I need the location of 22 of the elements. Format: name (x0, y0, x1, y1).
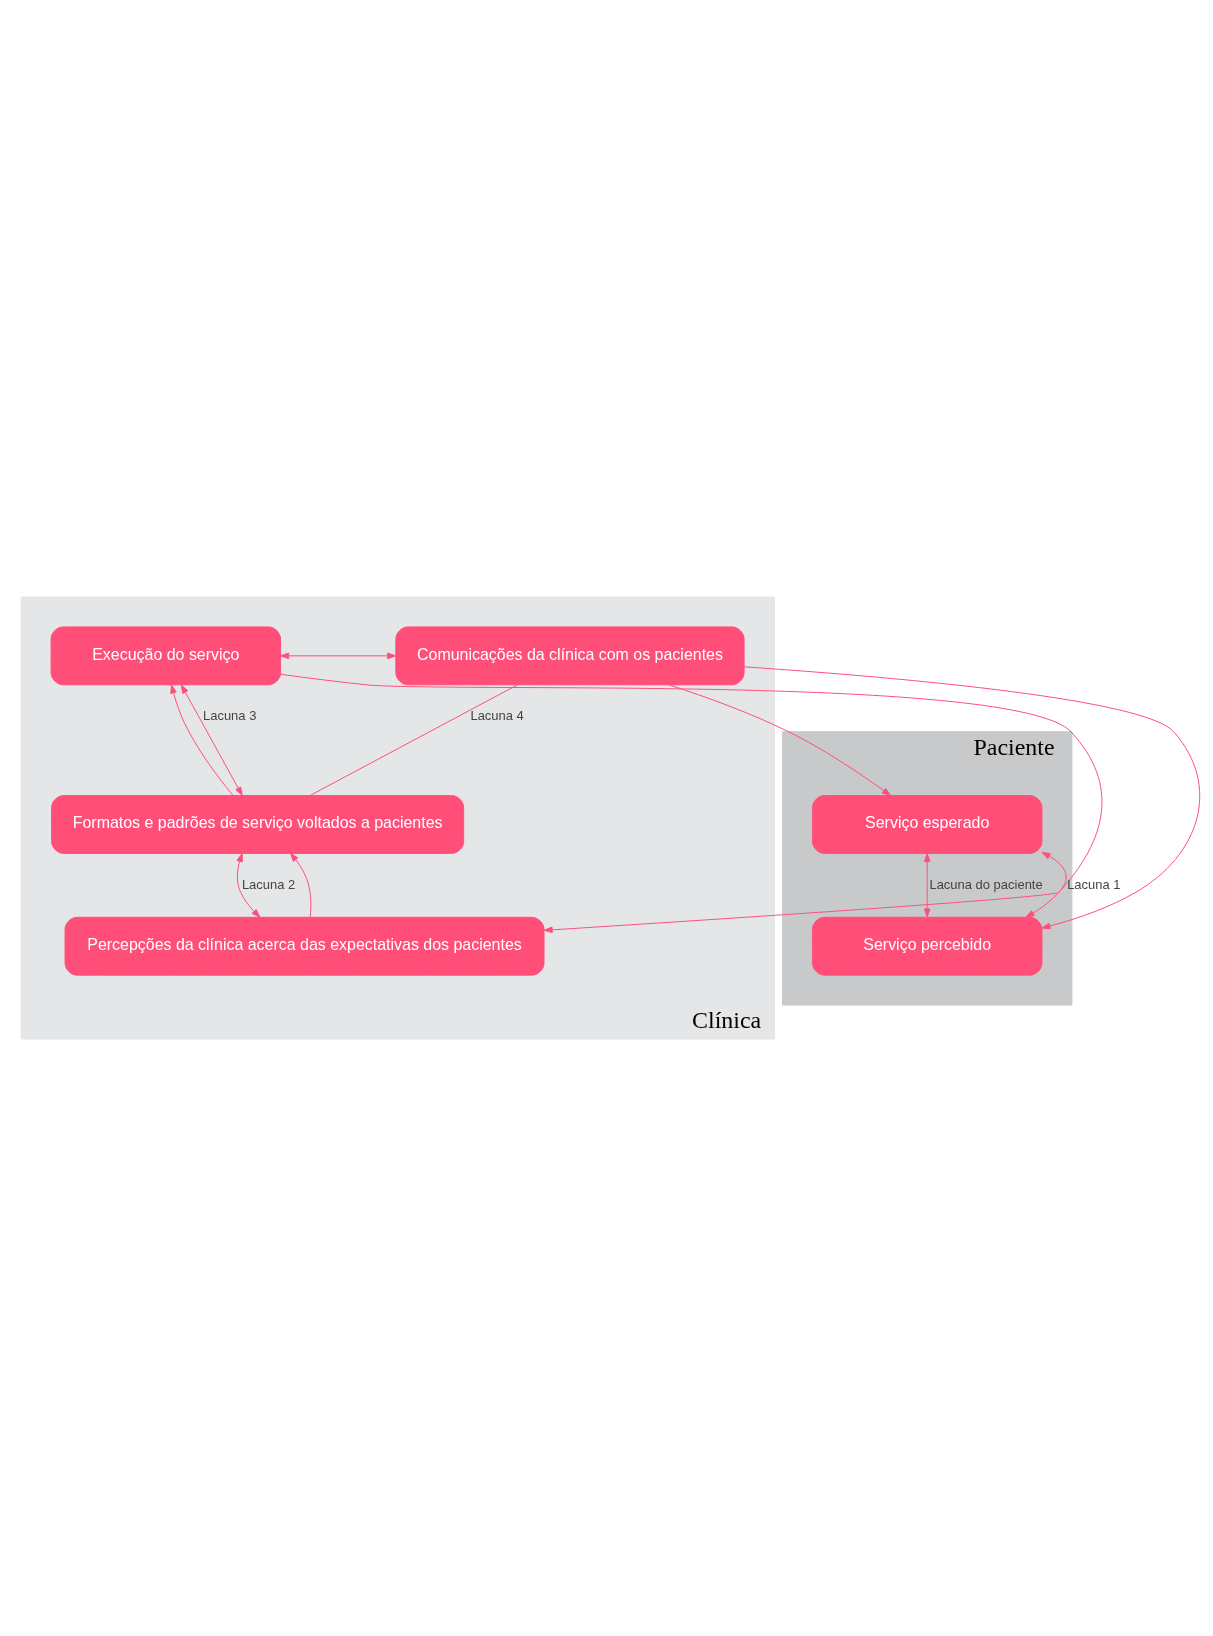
connector (309, 684, 518, 796)
arrow (236, 853, 261, 918)
arrow (923, 853, 931, 918)
node-box: Serviço esperado (811, 795, 1043, 854)
arrow (280, 652, 397, 660)
arrow (290, 852, 312, 918)
node-box: Execução do serviço (50, 626, 282, 686)
arrow (280, 673, 1103, 918)
node-box: Percepções da clínica acerca das expectativas dos pacientes (64, 916, 545, 976)
node-box: Serviço percebido (811, 916, 1043, 976)
edge-label: Lacuna 3 (203, 708, 257, 724)
edge-label: Lacuna 2 (241, 876, 296, 892)
arrow (543, 851, 1067, 934)
edge-label: Lacuna 4 (470, 708, 524, 724)
edge-label: Lacuna 1 (1067, 876, 1121, 892)
node-box: Formatos e padrões de serviço voltados a pacientes (51, 795, 465, 854)
arrow (180, 684, 243, 796)
arrow (743, 666, 1201, 930)
arrow (170, 684, 234, 796)
node-box: Comunicações da clínica com os pacientes (395, 626, 745, 686)
edge-label: Lacuna do paciente (929, 876, 1043, 892)
arrow (668, 684, 891, 796)
